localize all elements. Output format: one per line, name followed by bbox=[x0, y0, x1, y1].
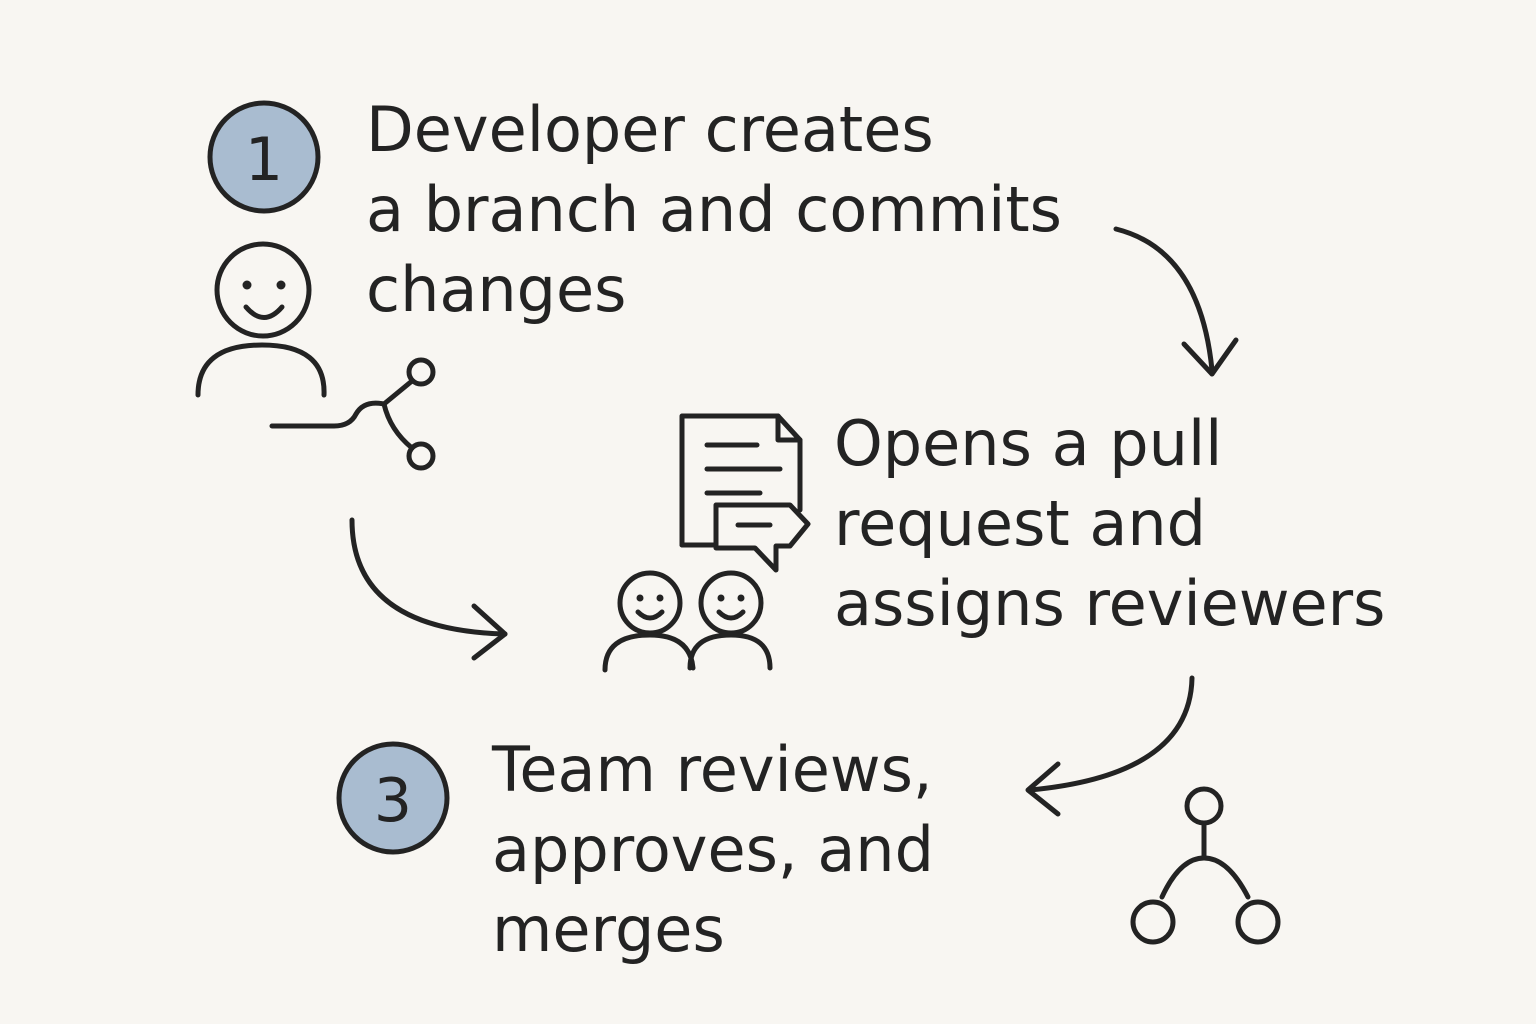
arrow-step2-to-step3 bbox=[1025, 675, 1195, 817]
step-3-line-2: approves, and bbox=[492, 813, 934, 886]
step-1-line-3: changes bbox=[366, 253, 627, 326]
git-branch-icon bbox=[269, 357, 436, 471]
step-2-line-1: Opens a pull bbox=[834, 407, 1223, 480]
arrow-branch-to-review bbox=[349, 517, 508, 661]
person-icon bbox=[195, 241, 327, 398]
step-2-line-2: request and bbox=[834, 487, 1207, 560]
step-1-badge: 1 bbox=[207, 100, 321, 214]
step-1-text: Developer creates a branch and commits c… bbox=[366, 90, 1062, 330]
step-3-text: Team reviews, approves, and merges bbox=[492, 730, 934, 970]
step-3-line-1: Team reviews, bbox=[492, 733, 933, 806]
step-1-number: 1 bbox=[245, 125, 283, 195]
step-2-line-3: assigns reviewers bbox=[834, 567, 1386, 640]
arrow-step1-to-step2 bbox=[1113, 226, 1239, 377]
step-2-text: Opens a pull request and assigns reviewe… bbox=[834, 404, 1385, 644]
step-3-number: 3 bbox=[374, 766, 412, 836]
two-people-icon bbox=[602, 570, 773, 673]
pull-request-document-icon bbox=[679, 413, 811, 573]
step-1-line-2: a branch and commits bbox=[366, 173, 1062, 246]
step-1-line-1: Developer creates bbox=[366, 93, 934, 166]
step-3-line-3: merges bbox=[492, 893, 725, 966]
step-3-badge: 3 bbox=[336, 741, 450, 855]
git-merge-icon bbox=[1130, 786, 1281, 945]
